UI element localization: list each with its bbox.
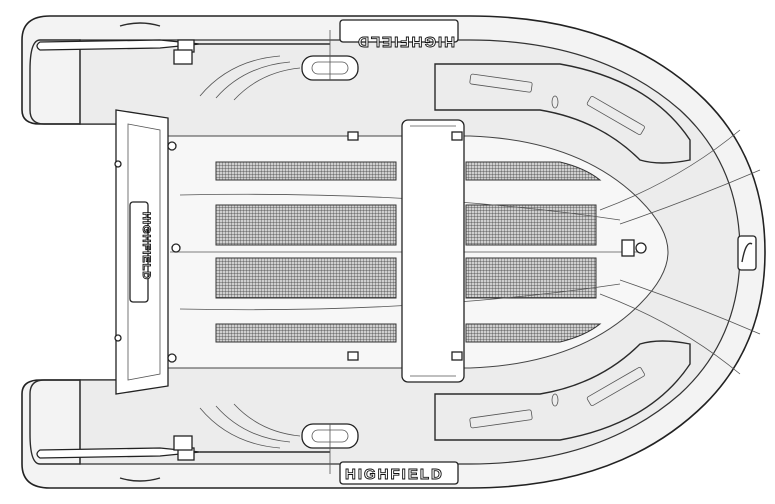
bow-line: [599, 129, 741, 211]
carry-handle-bottom: [119, 477, 161, 482]
floor-panel: [215, 161, 397, 181]
transom-bolt: [167, 353, 177, 363]
brand-decal-top: HIGHFIELD: [339, 19, 459, 50]
rope-anchor-top: [173, 49, 193, 65]
transom-bolt: [167, 141, 177, 151]
bow-line: [619, 169, 761, 225]
transom-brand: HIGHFIELD: [140, 212, 152, 280]
handle-slot-bottom-1: [469, 409, 533, 429]
rope-anchor-bottom: [173, 435, 193, 451]
drain-fitting: [635, 242, 647, 254]
handle-slot-bottom-2: [586, 367, 645, 406]
valve-bottom: [551, 393, 559, 407]
transom-bolt: [171, 243, 181, 253]
svg-text:HIGHFIELD: HIGHFIELD: [345, 466, 444, 483]
svg-text:HIGHFIELD: HIGHFIELD: [356, 33, 455, 50]
floor-panel: [465, 204, 597, 246]
tube-end-cap-bottom: [29, 379, 81, 465]
oar-port: [36, 447, 330, 461]
brand-decal-bottom: HIGHFIELD: [339, 461, 459, 485]
bow-line: [619, 279, 761, 335]
floor-panel: [215, 323, 397, 343]
seat-bracket: [347, 351, 359, 361]
bench-seat-edge: [410, 125, 456, 377]
handle-slot-top-2: [586, 96, 645, 135]
swoosh-graphic-top: [199, 55, 301, 101]
inner-ledge-bottom: [434, 340, 691, 441]
tube-end-cap-top: [29, 39, 81, 125]
floor-panel: [465, 323, 602, 343]
seat-bracket: [451, 351, 463, 361]
inner-ledge-top: [434, 63, 691, 164]
handle-slot-top-1: [469, 73, 533, 93]
valve-top: [551, 95, 559, 109]
transom-inner: [127, 123, 161, 381]
floor-panel: [215, 204, 397, 246]
drain-bracket: [621, 239, 635, 257]
swoosh-graphic-bottom: [199, 403, 301, 449]
bow-ring-icon: [741, 242, 753, 263]
bow-ring-plate: [737, 235, 757, 271]
seat-bracket: [347, 131, 359, 141]
seat-bracket: [451, 131, 463, 141]
floor-panel: [465, 161, 602, 181]
oar-starboard: [36, 39, 330, 53]
transom-plate: [129, 201, 149, 303]
transom-bolt: [114, 334, 122, 342]
floor-panel: [215, 257, 397, 299]
bow-line: [599, 293, 741, 375]
floor-panel: [465, 257, 597, 299]
bench-seat: [401, 119, 465, 383]
transom-bolt: [114, 160, 122, 168]
carry-handle-top: [119, 22, 161, 27]
